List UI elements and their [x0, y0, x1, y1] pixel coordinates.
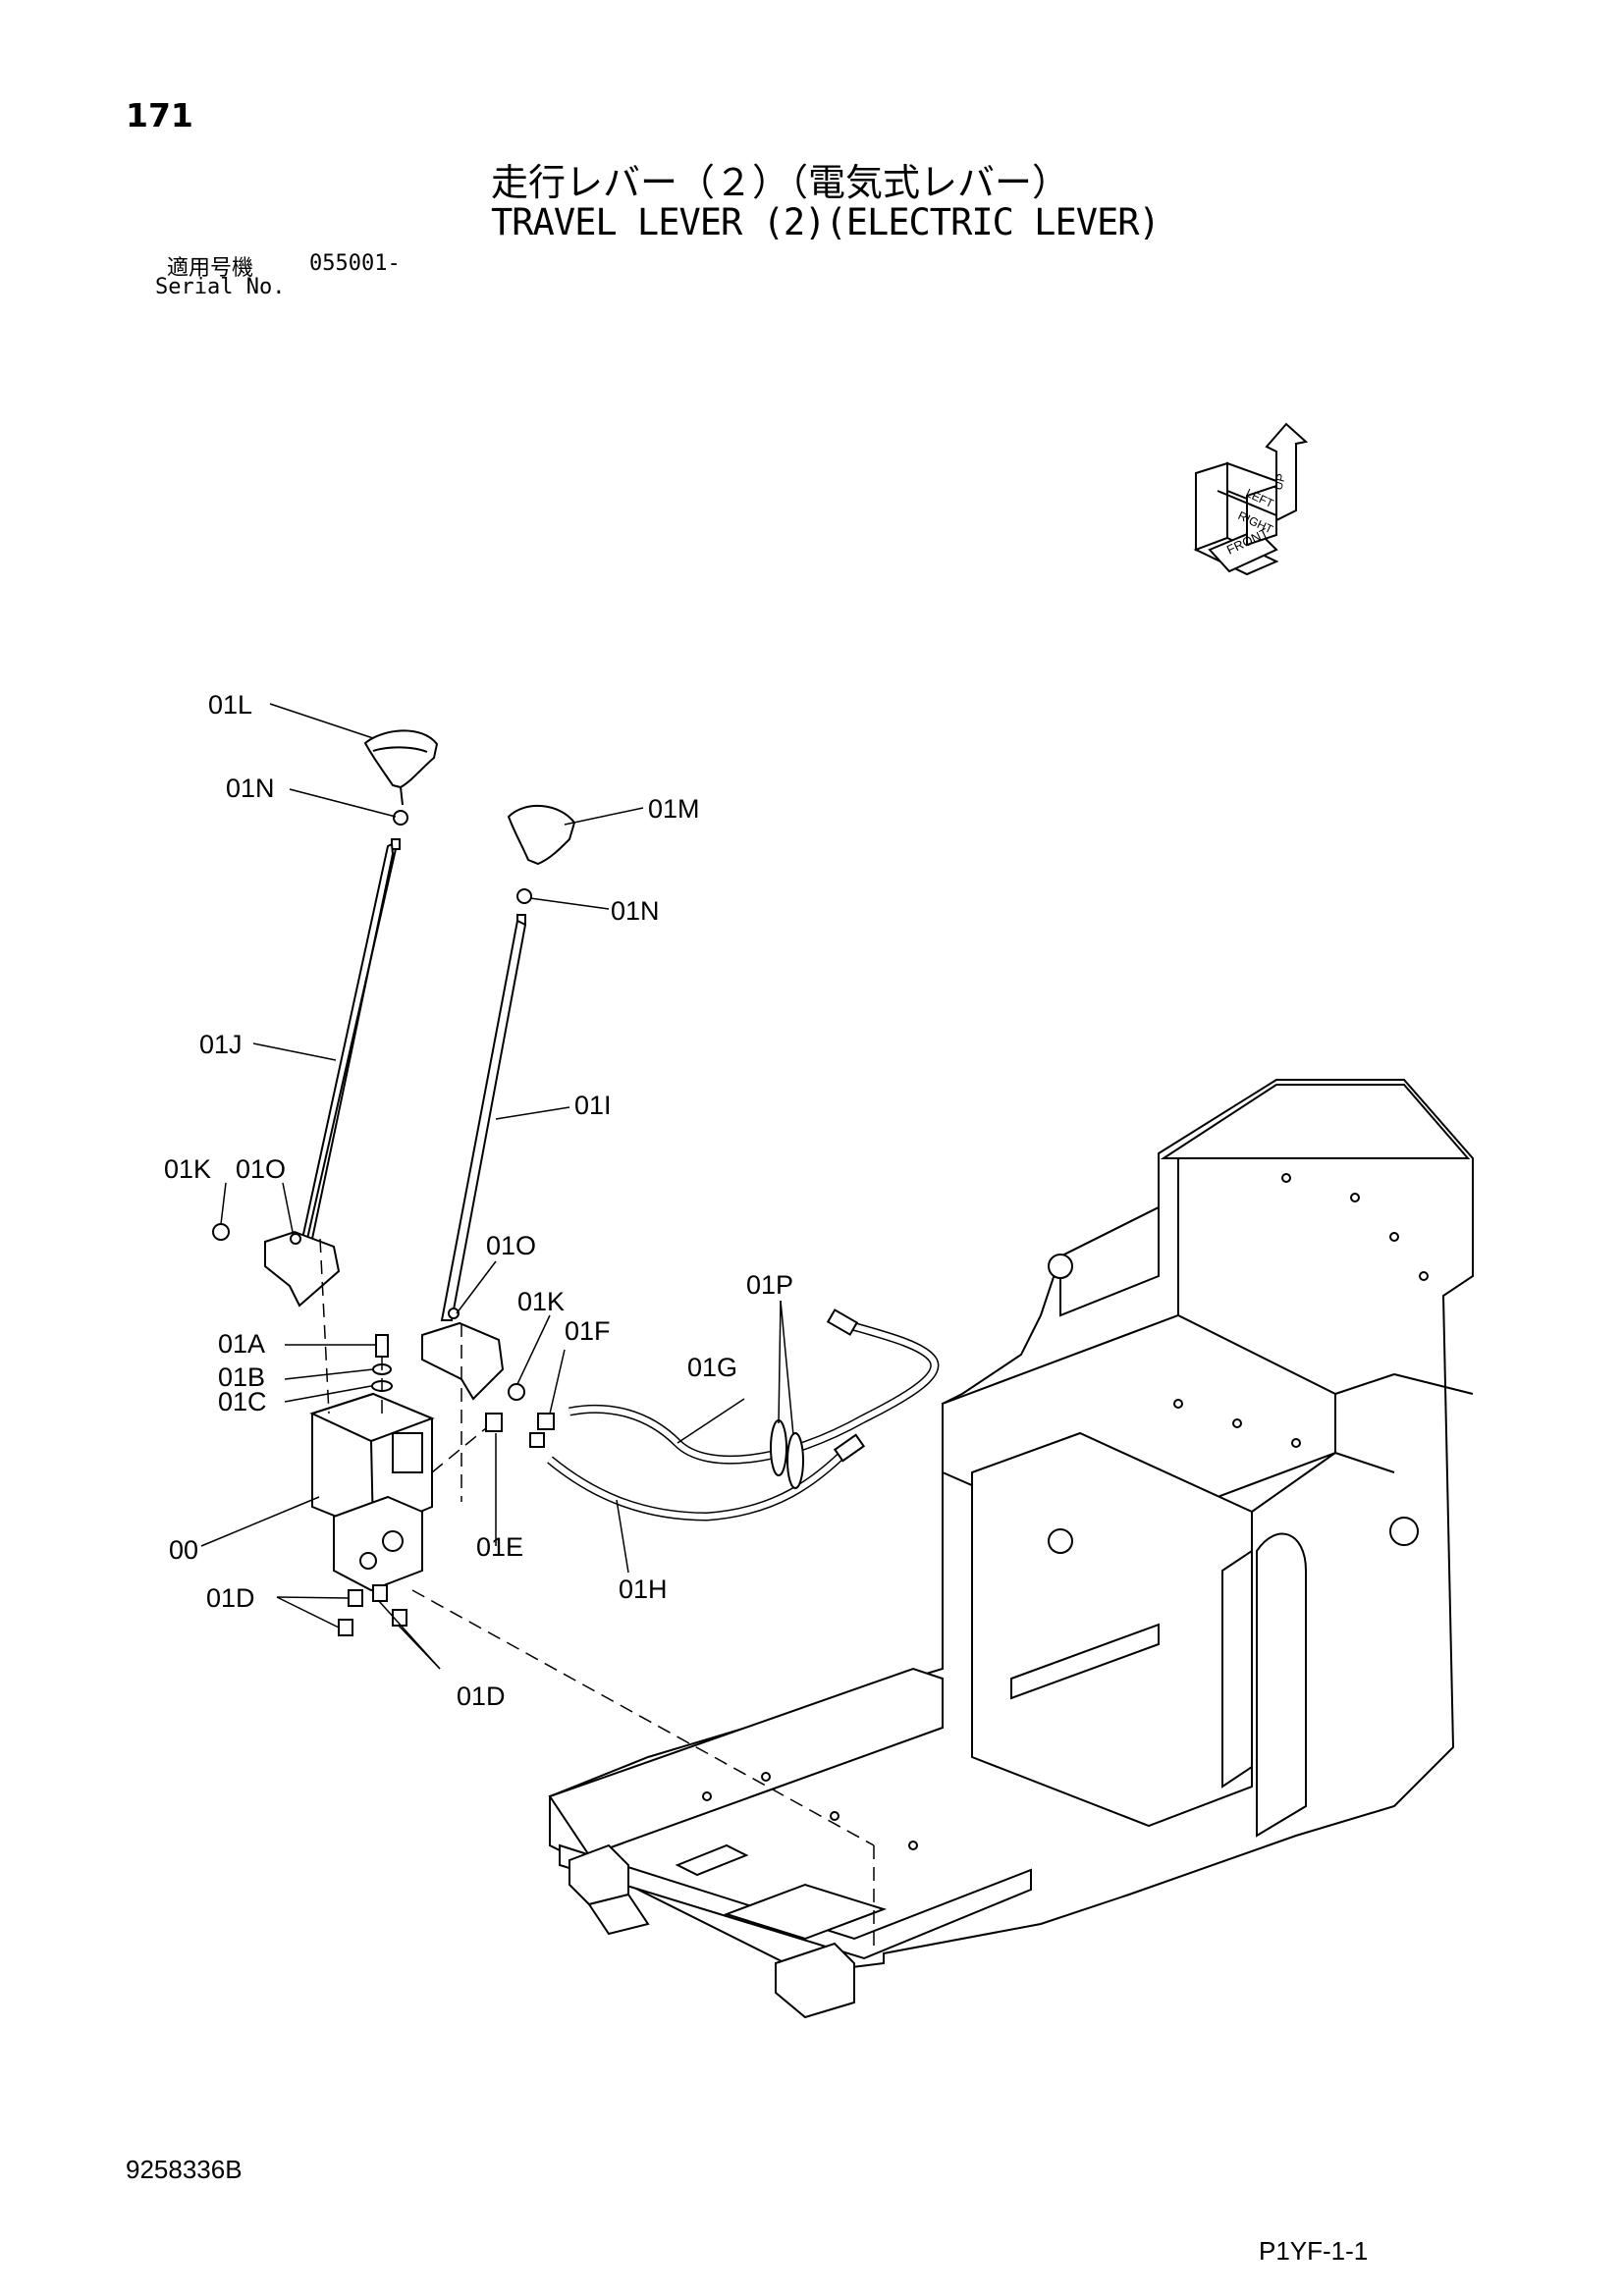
serial-label-japanese: 適用号機	[167, 256, 254, 281]
callout-01K-left: 01K	[164, 1154, 211, 1184]
callout-01K-right: 01K	[517, 1287, 565, 1316]
callout-01E: 01E	[476, 1532, 523, 1562]
orientation-icon: LEFT RIGHT FRONT UP	[1193, 422, 1309, 576]
callout-01C: 01C	[218, 1387, 267, 1416]
serial-label-english: Serial No.	[155, 275, 286, 299]
callout-01H: 01H	[619, 1575, 668, 1604]
callout-01F: 01F	[565, 1316, 611, 1346]
pilot-valve	[309, 1392, 435, 1592]
callout-01B: 01B	[218, 1362, 265, 1392]
leader-lines	[200, 703, 794, 1670]
callout-labels: 01L 01N 01M 01N 01J 01I 01K 01O 01O 01K …	[164, 690, 793, 1711]
callout-01D-upper: 01D	[206, 1583, 255, 1613]
callout-01M: 01M	[648, 794, 700, 824]
title-english: TRAVEL LEVER (2)(ELECTRIC LEVER)	[491, 201, 1161, 243]
document-number: 9258336B	[126, 2155, 243, 2184]
right-lever-assembly	[421, 805, 576, 1401]
page-code: P1YF-1-1	[1259, 2236, 1369, 2266]
callout-01I: 01I	[574, 1091, 612, 1120]
callout-01A: 01A	[218, 1329, 265, 1359]
callout-01O-left: 01O	[236, 1154, 286, 1184]
left-lever-assembly	[212, 729, 439, 1308]
installation-lines	[319, 1238, 875, 1953]
callout-01P: 01P	[746, 1270, 793, 1300]
callout-01O-right: 01O	[486, 1231, 536, 1260]
callout-01G: 01G	[687, 1353, 737, 1382]
title-japanese: 走行レバー（２）（電気式レバー）	[491, 161, 1070, 204]
callout-01J: 01J	[199, 1030, 243, 1059]
orientation-up-label: UP	[1271, 472, 1288, 492]
callout-01L: 01L	[208, 690, 252, 720]
serial-range: 055001-	[309, 251, 401, 276]
callout-01N-right: 01N	[611, 896, 660, 926]
page-number: 171	[126, 96, 193, 134]
cab-floor-frame	[548, 1079, 1474, 2019]
callout-01D-lower: 01D	[457, 1682, 506, 1711]
elbow-fittings	[485, 1413, 555, 1448]
fittings-01D	[338, 1584, 407, 1636]
callout-00: 00	[169, 1535, 198, 1565]
callout-01N-left: 01N	[226, 774, 275, 803]
hoses	[547, 1308, 940, 1522]
